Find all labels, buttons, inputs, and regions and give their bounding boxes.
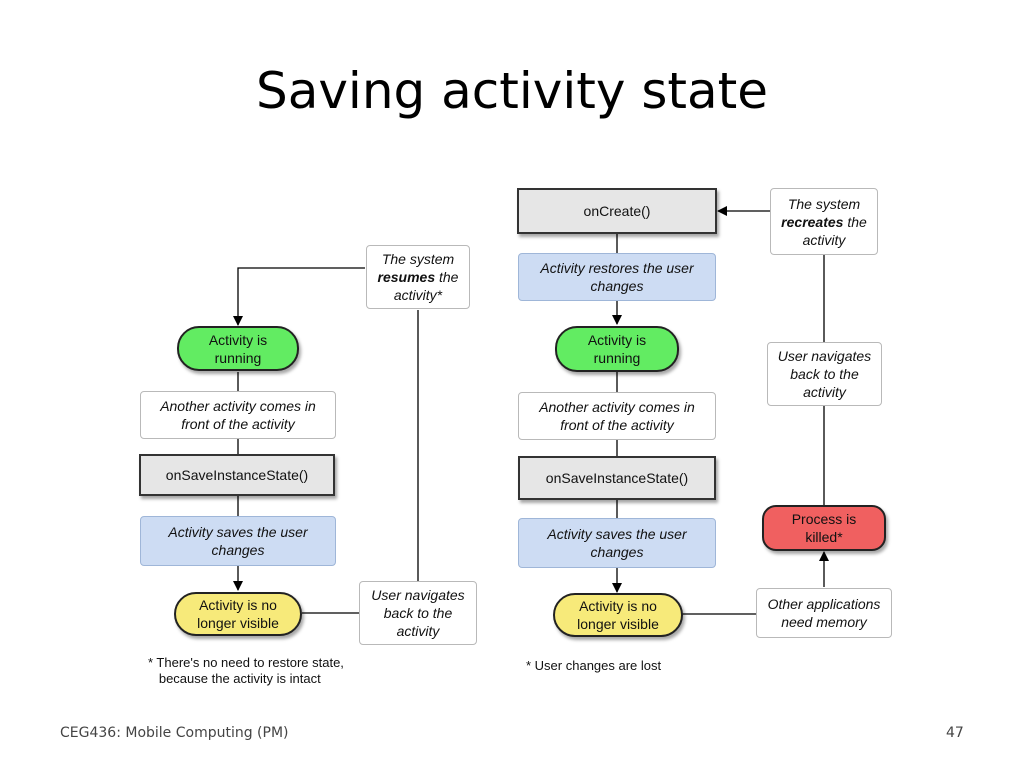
system-recreates-note: The system recreates the activity xyxy=(770,188,878,255)
not-visible-node: Activity is no longer visible xyxy=(174,592,302,636)
activity-running-node-right: Activity is running xyxy=(555,326,679,372)
not-visible-node-right: Activity is no longer visible xyxy=(553,593,683,637)
saves-user-changes-node: Activity saves the user changes xyxy=(140,516,336,566)
process-killed-node: Process is killed* xyxy=(762,505,886,551)
footer-page-number: 47 xyxy=(946,725,964,741)
user-navigates-back-node: User navigates back to the activity xyxy=(359,581,477,645)
oncreate-node: onCreate() xyxy=(517,188,717,234)
onsaveinstancestate-node: onSaveInstanceState() xyxy=(139,454,335,496)
saves-user-changes-node-right: Activity saves the user changes xyxy=(518,518,716,568)
left-footnote: * There's no need to restore state, beca… xyxy=(148,655,344,686)
another-activity-node-right: Another activity comes in front of the a… xyxy=(518,392,716,440)
other-apps-need-memory-node: Other applications need memory xyxy=(756,588,892,638)
user-navigates-back-node-right: User navigates back to the activity xyxy=(767,342,882,406)
activity-running-node: Activity is running xyxy=(177,326,299,371)
right-footnote: * User changes are lost xyxy=(526,658,662,673)
page-title: Saving activity state xyxy=(255,62,769,120)
connector-resumes-to-running xyxy=(233,267,365,326)
restores-user-changes-node: Activity restores the user changes xyxy=(518,253,716,301)
onsaveinstancestate-node-right: onSaveInstanceState() xyxy=(518,456,716,500)
footer-course: CEG436: Mobile Computing (PM) xyxy=(60,725,289,741)
system-resumes-note: The system resumes the activity* xyxy=(366,245,470,309)
another-activity-node: Another activity comes in front of the a… xyxy=(140,391,336,439)
